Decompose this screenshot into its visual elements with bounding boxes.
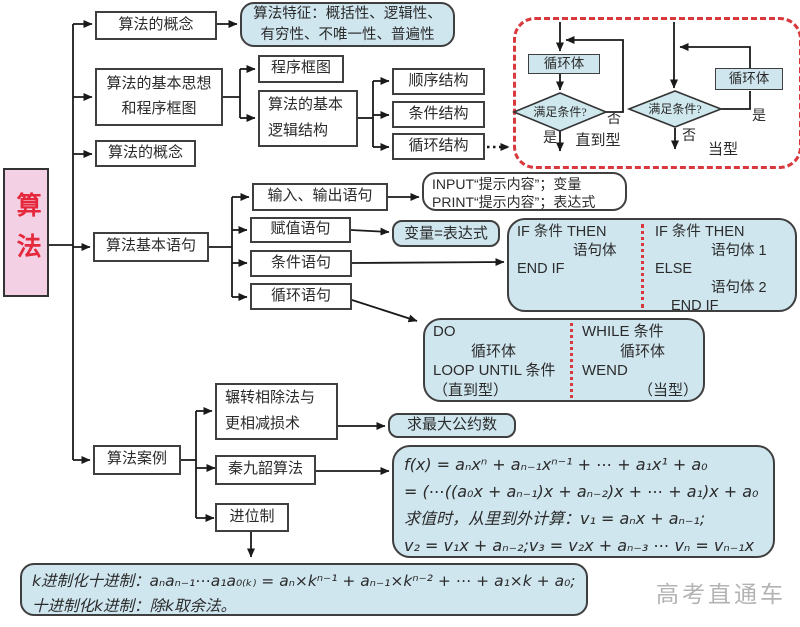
node-number-base: 进位制: [215, 503, 289, 532]
statements-label: 算法基本语句: [105, 238, 196, 255]
until-condition-label: 满足条件?: [533, 105, 587, 119]
while-type-label: 当型: [707, 142, 738, 158]
node-concept-2: 算法的概念: [95, 140, 196, 167]
if-right-line-5: END IF: [671, 298, 719, 314]
while-line-3: WEND: [582, 362, 628, 379]
while-no-label: 否: [682, 129, 696, 144]
do-loop-syntax-box: [423, 318, 705, 402]
if-right-line-3: ELSE: [655, 261, 693, 277]
basic-idea-line-1: 算法的基本思想: [106, 75, 212, 92]
gcd-box: 求最大公约数: [388, 413, 516, 438]
node-assign-statement: 赋值语句: [250, 217, 351, 243]
while-yes-label: 是: [752, 109, 766, 124]
condition-label: 条件结构: [408, 105, 469, 122]
euclid-line-1: 辗转相除法与: [225, 390, 316, 406]
while-line-1: WHILE 条件: [582, 323, 664, 340]
formula-line-3: 求值时，从里到外计算：v₁ = aₙx + aₙ₋₁;: [404, 509, 706, 528]
do-line-3: LOOP UNTIL 条件: [433, 362, 556, 379]
do-loop-divider: [570, 323, 573, 398]
if-right-line-4: 语句体 2: [711, 279, 767, 296]
io-statement-label: 输入、输出语句: [267, 188, 373, 205]
assign-syntax-label: 变量=表达式: [404, 224, 488, 242]
do-loop-left-column: DO 循环体 LOOP UNTIL 条件 （直到型）: [433, 322, 563, 400]
while-line-4: （当型）: [638, 381, 699, 399]
assign-statement-label: 赋值语句: [270, 221, 331, 238]
if-left-line-2: 语句体: [573, 242, 617, 259]
until-type-label: 直到型: [575, 133, 621, 149]
root-node-algorithm: 算法: [3, 168, 49, 297]
if-syntax-right-column: IF 条件 THEN 语句体 1 ELSE 语句体 2 END IF: [655, 223, 790, 316]
root-label: 算法: [13, 191, 41, 274]
logic-structure-line-2: 逻辑结构: [268, 122, 329, 139]
io-syntax-input: INPUT“提示内容”；变量: [432, 176, 582, 192]
node-loop-statement: 循环语句: [250, 283, 352, 310]
horner-formula-box: f(x) = aₙxⁿ + aₙ₋₁xⁿ⁻¹ + ⋯ + a₁x¹ + a₀ =…: [392, 445, 775, 582]
base-conversion-box: k进制化十进制：aₙaₙ₋₁⋯a₁a₀₍ₖ₎ = aₙ×kⁿ⁻¹ + aₙ₋₁×…: [20, 563, 588, 616]
node-concept-1-label: 算法的概念: [118, 16, 194, 33]
do-loop-right-column: WHILE 条件 循环体 WEND （当型）: [582, 322, 702, 400]
assign-syntax-box: 变量=表达式: [392, 220, 500, 247]
if-left-line-3: END IF: [517, 261, 565, 277]
node-statements: 算法基本语句: [93, 232, 209, 262]
node-cases: 算法案例: [93, 445, 181, 475]
do-line-1: DO: [433, 323, 456, 340]
gcd-label: 求最大公约数: [406, 416, 497, 433]
io-syntax-box: INPUT“提示内容”；变量 PRINT“提示内容”；表达式: [422, 172, 627, 211]
node-conditional-statement: 条件语句: [250, 250, 352, 277]
until-no-label: 否: [607, 112, 621, 127]
loop-statement-label: 循环语句: [270, 287, 331, 304]
base-conversion-line-2: 十进制化k进制：除k取余法。: [32, 597, 236, 615]
node-logic-structure: 算法的基本 逻辑结构: [258, 90, 358, 147]
if-syntax-box: [507, 218, 797, 312]
formula-line-2: = (⋯((a₀x + aₙ₋₁)x + aₙ₋₂)x + ⋯ + a₁)x +…: [404, 482, 759, 501]
node-qin-jiushao: 秦九韶算法: [215, 455, 316, 485]
basic-idea-line-2: 和程序框图: [121, 101, 197, 117]
conditional-statement-label: 条件语句: [270, 254, 331, 271]
base-conversion-line-1: k进制化十进制：aₙaₙ₋₁⋯a₁a₀₍ₖ₎ = aₙ×kⁿ⁻¹ + aₙ₋₁×…: [32, 572, 576, 590]
until-loop-body-box: 循环体: [528, 54, 600, 74]
qin-jiushao-label: 秦九韶算法: [227, 461, 303, 478]
euclid-line-2: 更相减损术: [225, 415, 301, 432]
do-line-2: 循环体: [471, 342, 517, 360]
formula-line-1: f(x) = aₙxⁿ + aₙ₋₁xⁿ⁻¹ + ⋯ + a₁x¹ + a₀: [404, 455, 708, 474]
node-io-statement: 输入、输出语句: [252, 183, 388, 211]
if-right-line-2: 语句体 1: [711, 242, 767, 259]
do-line-4: （直到型）: [433, 381, 509, 399]
node-flowchart: 程序框图: [258, 55, 344, 83]
node-sequence-structure: 顺序结构: [392, 68, 485, 95]
node-features: 算法特征：概括性、逻辑性、 有穷性、不唯一性、普遍性: [240, 2, 455, 47]
loop-label: 循环结构: [408, 137, 469, 154]
if-box-divider: [641, 224, 644, 308]
features-line-1: 算法特征：概括性、逻辑性、: [253, 6, 442, 23]
node-loop-structure: 循环结构: [392, 133, 485, 160]
until-yes-label: 是: [543, 131, 557, 146]
if-right-line-1: IF 条件 THEN: [655, 224, 745, 240]
cases-label: 算法案例: [106, 451, 167, 468]
sequence-label: 顺序结构: [408, 72, 469, 89]
if-left-line-1: IF 条件 THEN: [517, 224, 607, 240]
watermark-text: 高考直通车: [656, 582, 786, 607]
features-line-2: 有穷性、不唯一性、普遍性: [260, 26, 435, 43]
while-line-2: 循环体: [620, 342, 666, 360]
node-basic-idea: 算法的基本思想 和程序框图: [95, 68, 223, 126]
node-concept-1: 算法的概念: [95, 11, 217, 40]
until-loop-body-label: 循环体: [543, 56, 585, 72]
logic-structure-line-1: 算法的基本: [268, 97, 344, 113]
if-syntax-left-column: IF 条件 THEN 语句体 END IF: [517, 223, 635, 279]
node-condition-structure: 条件结构: [392, 101, 485, 128]
node-euclid-method: 辗转相除法与 更相减损术: [215, 383, 338, 440]
io-syntax-print: PRINT“提示内容”；表达式: [432, 194, 596, 210]
node-flowchart-label: 程序框图: [270, 60, 331, 77]
while-condition-label: 满足条件?: [648, 102, 702, 116]
node-concept-2-label: 算法的概念: [107, 144, 183, 161]
while-loop-body-box: 循环体: [715, 68, 783, 90]
number-base-label: 进位制: [229, 508, 275, 525]
while-loop-body-label: 循环体: [728, 71, 770, 87]
